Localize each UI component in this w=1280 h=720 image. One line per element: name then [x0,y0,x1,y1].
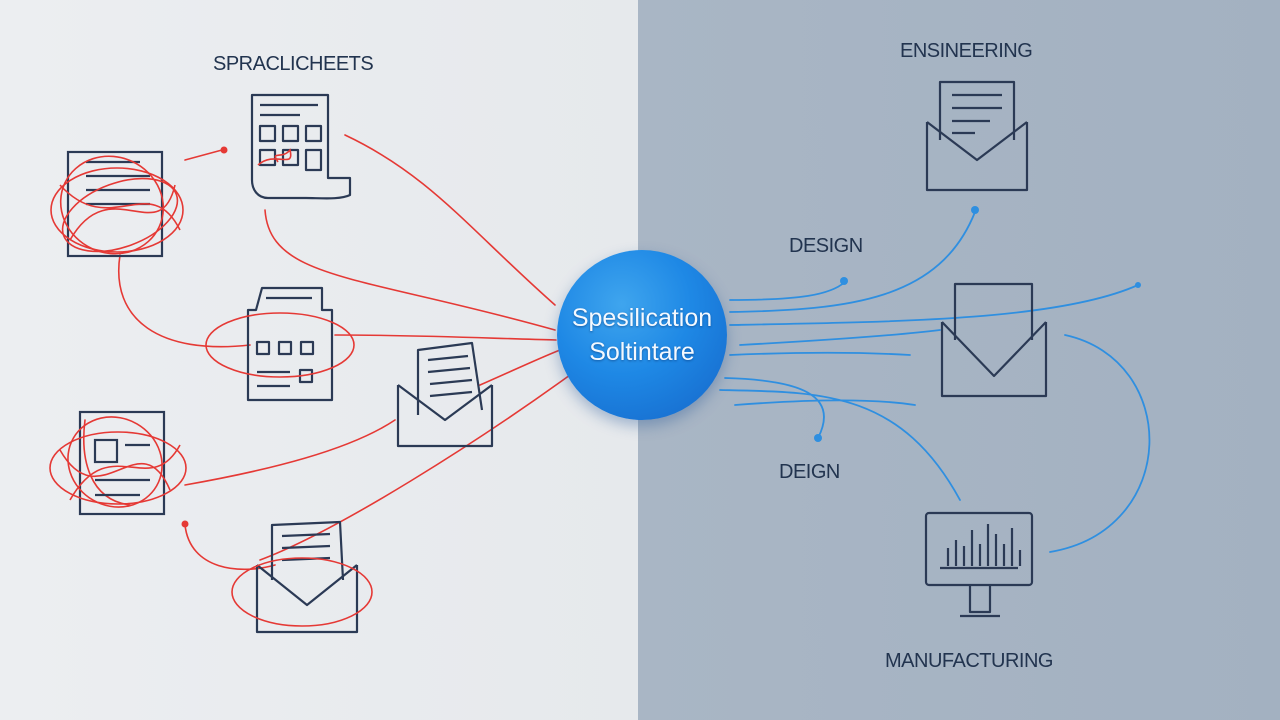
specification-software-hub: Spesilication Soltintare [557,250,727,420]
letter-envelope-icon [396,341,494,448]
blue-connector-dots [814,206,1141,442]
scribble-red-1 [50,155,184,255]
scribbled-document-icon [66,150,164,258]
red-connector-lines [83,134,571,571]
label-design-bottom: DEIGN [779,461,840,483]
label-manufacturing: MANUFACTURING [885,650,1053,672]
design-envelope-icon [940,282,1048,398]
blue-connector-lines [719,211,1151,553]
scribble-red-2 [205,312,355,378]
hub-title-line-1: Spesilication [571,304,713,332]
left-panel-background [0,0,638,720]
spreadsheet-scribble [257,148,292,166]
open-envelope-icon [255,520,359,634]
spreadsheet-document-icon [250,93,352,200]
scribble-red-3 [49,416,187,508]
label-design-top: DESIGN [789,235,863,257]
scribble-red-4 [231,557,373,627]
calculator-form-icon [246,286,334,402]
label-engineering: ENSINEERING [900,40,1033,62]
hub-title-line-2: Soltintare [589,338,695,366]
engineering-envelope-icon [925,80,1029,192]
red-connector-dots [181,146,228,528]
label-spreadsheets: SPRACLICHEETS [213,53,374,75]
manufacturing-monitor-icon [924,511,1034,618]
